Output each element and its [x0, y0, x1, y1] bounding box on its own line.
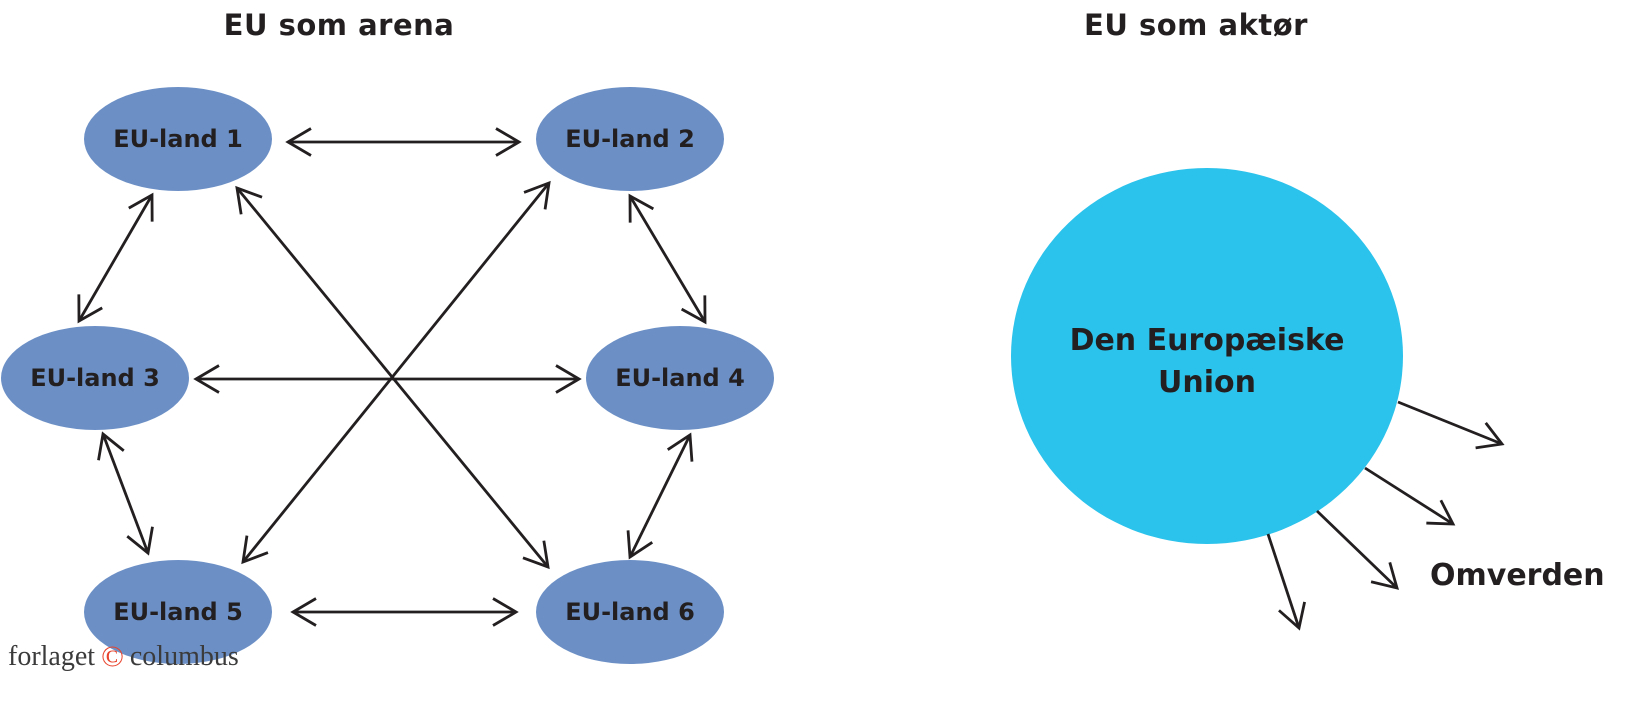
arrow-land1-land3: [77, 192, 154, 324]
eu-land-1-node: [84, 87, 272, 191]
eu-land-3-node: [1, 326, 189, 430]
copyright-icon: ©: [101, 640, 124, 673]
eu-land-6-label: EU-land 6: [565, 598, 695, 626]
eu-land-1-label: EU-land 1: [113, 125, 243, 153]
publisher-logo-suffix: columbus: [129, 641, 239, 672]
arrow-land2-land5: [241, 180, 551, 565]
eu-land-5-node: [84, 560, 272, 664]
arrow-land2-land4: [628, 193, 707, 325]
arrow-actor-outward-1: [1397, 400, 1505, 450]
eu-actor-label: Den Europæiske Union: [1027, 320, 1387, 404]
arrow-actor-outward-2: [1364, 466, 1456, 526]
arrow-land3-land5: [97, 431, 154, 556]
arrow-land4-land6: [626, 432, 694, 560]
eu-land-5-label: EU-land 5: [113, 598, 243, 626]
arrow-actor-outward-3: [1316, 509, 1399, 590]
eu-actor-label-line2: Union: [1158, 365, 1256, 400]
eu-actor-circle: [1011, 168, 1403, 544]
left-panel-title: EU som arena: [223, 8, 455, 42]
environment-label: Omverden: [1430, 558, 1605, 593]
eu-land-4-node: [586, 326, 774, 430]
eu-land-6-node: [536, 560, 724, 664]
eu-land-3-label: EU-land 3: [30, 364, 160, 392]
arrow-actor-outward-4: [1266, 533, 1306, 631]
right-panel-title: EU som aktør: [1084, 8, 1308, 42]
eu-land-2-node: [536, 87, 724, 191]
publisher-logo: forlaget © columbus: [8, 641, 239, 673]
eu-actor-label-line1: Den Europæiske: [1069, 323, 1345, 358]
eu-land-2-label: EU-land 2: [565, 125, 695, 153]
publisher-logo-prefix: forlaget: [8, 641, 96, 672]
eu-land-4-label: EU-land 4: [615, 364, 745, 392]
